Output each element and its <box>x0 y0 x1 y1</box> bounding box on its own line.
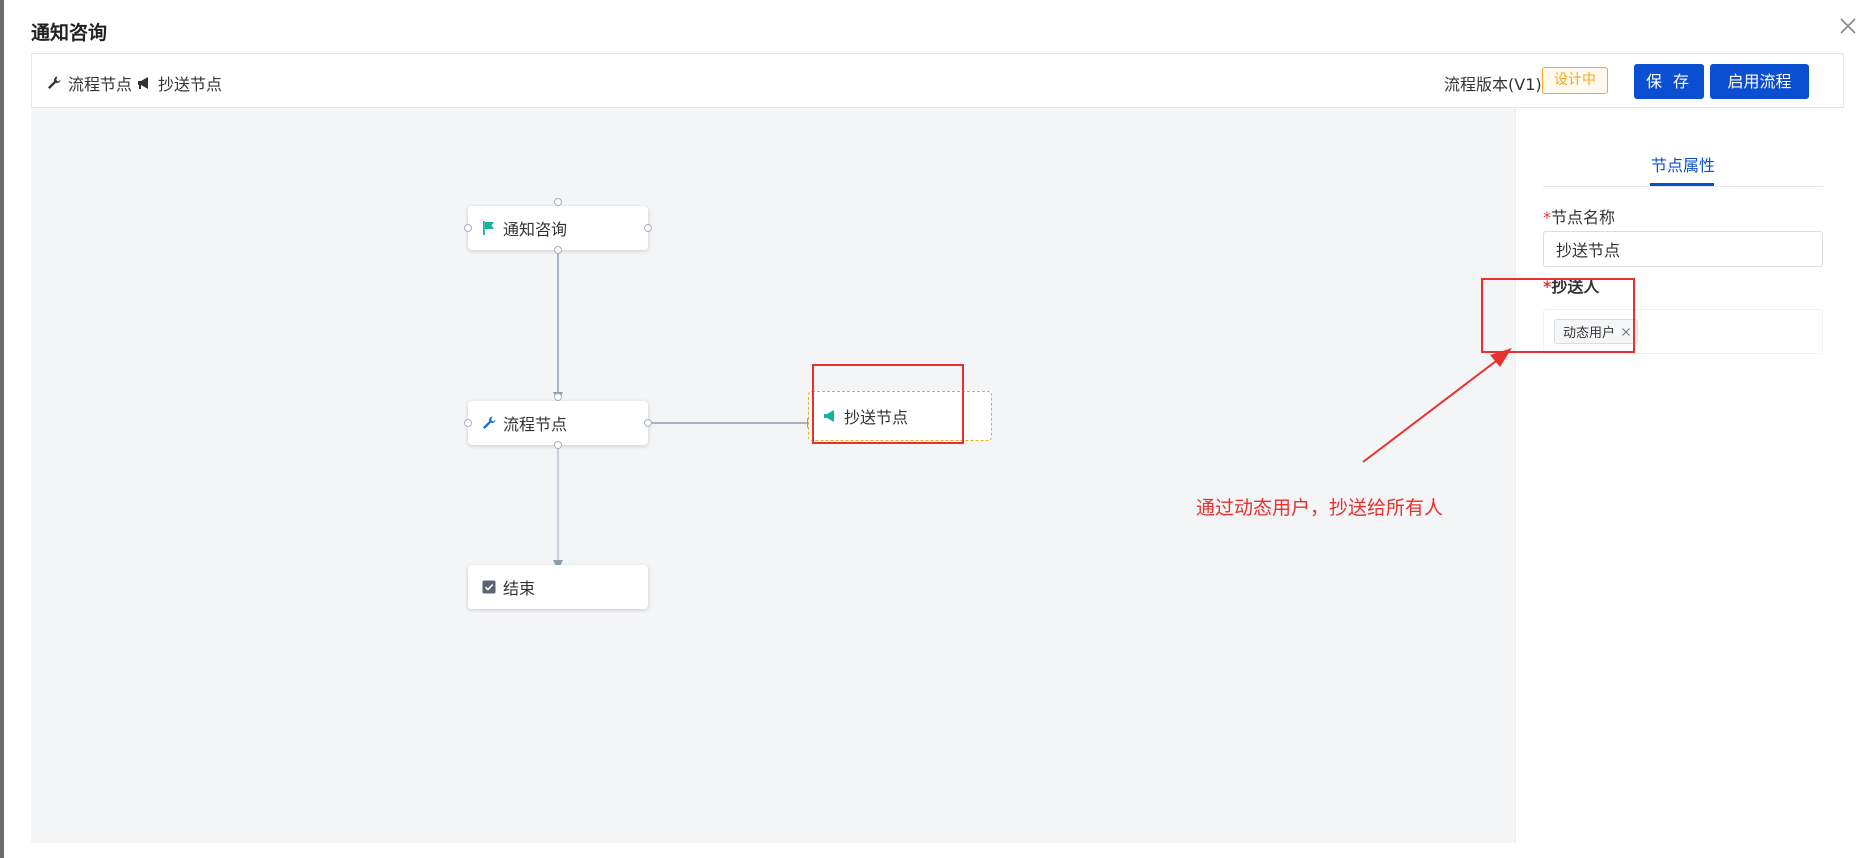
tab-active-indicator <box>1650 183 1714 186</box>
port-left[interactable] <box>464 419 472 427</box>
flow-node-process[interactable]: 流程节点 <box>468 401 648 445</box>
flow-node-cc[interactable]: 抄送节点 <box>808 391 992 441</box>
annotation-text: 通过动态用户，抄送给所有人 <box>1196 497 1444 519</box>
tab-divider <box>1543 186 1823 187</box>
flow-edges <box>553 250 817 570</box>
port-bottom[interactable] <box>554 246 562 254</box>
property-panel: 节点属性 *节点名称 *抄送人 动态用户 <box>1515 108 1844 843</box>
node-label: 流程节点 <box>503 415 568 434</box>
cc-recipients-label-text: 抄送人 <box>1551 277 1600 296</box>
save-button[interactable]: 保 存 <box>1634 64 1704 99</box>
version-label: 流程版本(V1) <box>1444 75 1542 94</box>
flow-node-end[interactable]: 结束 <box>468 565 648 609</box>
close-button[interactable] <box>1836 14 1860 38</box>
tool-process-node[interactable]: 流程节点 <box>46 71 132 95</box>
close-icon <box>1840 18 1856 34</box>
dialog-title: 通知咨询 <box>31 22 108 44</box>
tool-cc-node[interactable]: 抄送节点 <box>136 71 222 95</box>
tag-label: 动态用户 <box>1563 326 1616 341</box>
start-process-button[interactable]: 启用流程 <box>1710 64 1809 99</box>
port-right[interactable] <box>644 224 652 232</box>
node-label: 抄送节点 <box>844 408 909 427</box>
status-badge: 设计中 <box>1542 67 1608 94</box>
tool-label: 抄送节点 <box>158 75 223 94</box>
node-label: 通知咨询 <box>503 220 568 239</box>
node-label: 结束 <box>503 579 536 598</box>
close-icon[interactable] <box>1621 327 1631 337</box>
wrench-icon <box>483 416 496 429</box>
checkbox-icon <box>482 580 496 594</box>
flag-icon <box>483 221 494 235</box>
megaphone-icon <box>138 77 148 89</box>
node-name-label-text: 节点名称 <box>1551 208 1616 227</box>
highlight-box-cc-field <box>1481 278 1635 353</box>
flow-node-start[interactable]: 通知咨询 <box>468 206 648 250</box>
port-top[interactable] <box>554 198 562 206</box>
cc-tag-dynamic-user: 动态用户 <box>1554 319 1639 344</box>
port-bottom[interactable] <box>554 441 562 449</box>
tab-node-properties[interactable]: 节点属性 <box>1651 156 1716 175</box>
flow-canvas[interactable]: 通知咨询 流程节点 抄送节点 结束 <box>31 108 1515 843</box>
cc-recipients-label: *抄送人 <box>1543 277 1600 296</box>
tool-label: 流程节点 <box>68 75 133 94</box>
wrench-icon <box>48 76 61 89</box>
port-top[interactable] <box>554 393 562 401</box>
toolbar: 流程节点 抄送节点 流程版本(V1) 设计中 保 存 启用流程 <box>31 53 1844 108</box>
megaphone-icon <box>824 410 834 422</box>
node-name-label: *节点名称 <box>1543 208 1616 227</box>
node-name-input[interactable] <box>1543 231 1823 267</box>
cc-recipients-select[interactable]: 动态用户 <box>1543 309 1823 354</box>
window-edge <box>0 0 4 858</box>
port-left[interactable] <box>464 224 472 232</box>
highlight-box-cc-node <box>812 364 964 444</box>
port-right[interactable] <box>644 419 652 427</box>
